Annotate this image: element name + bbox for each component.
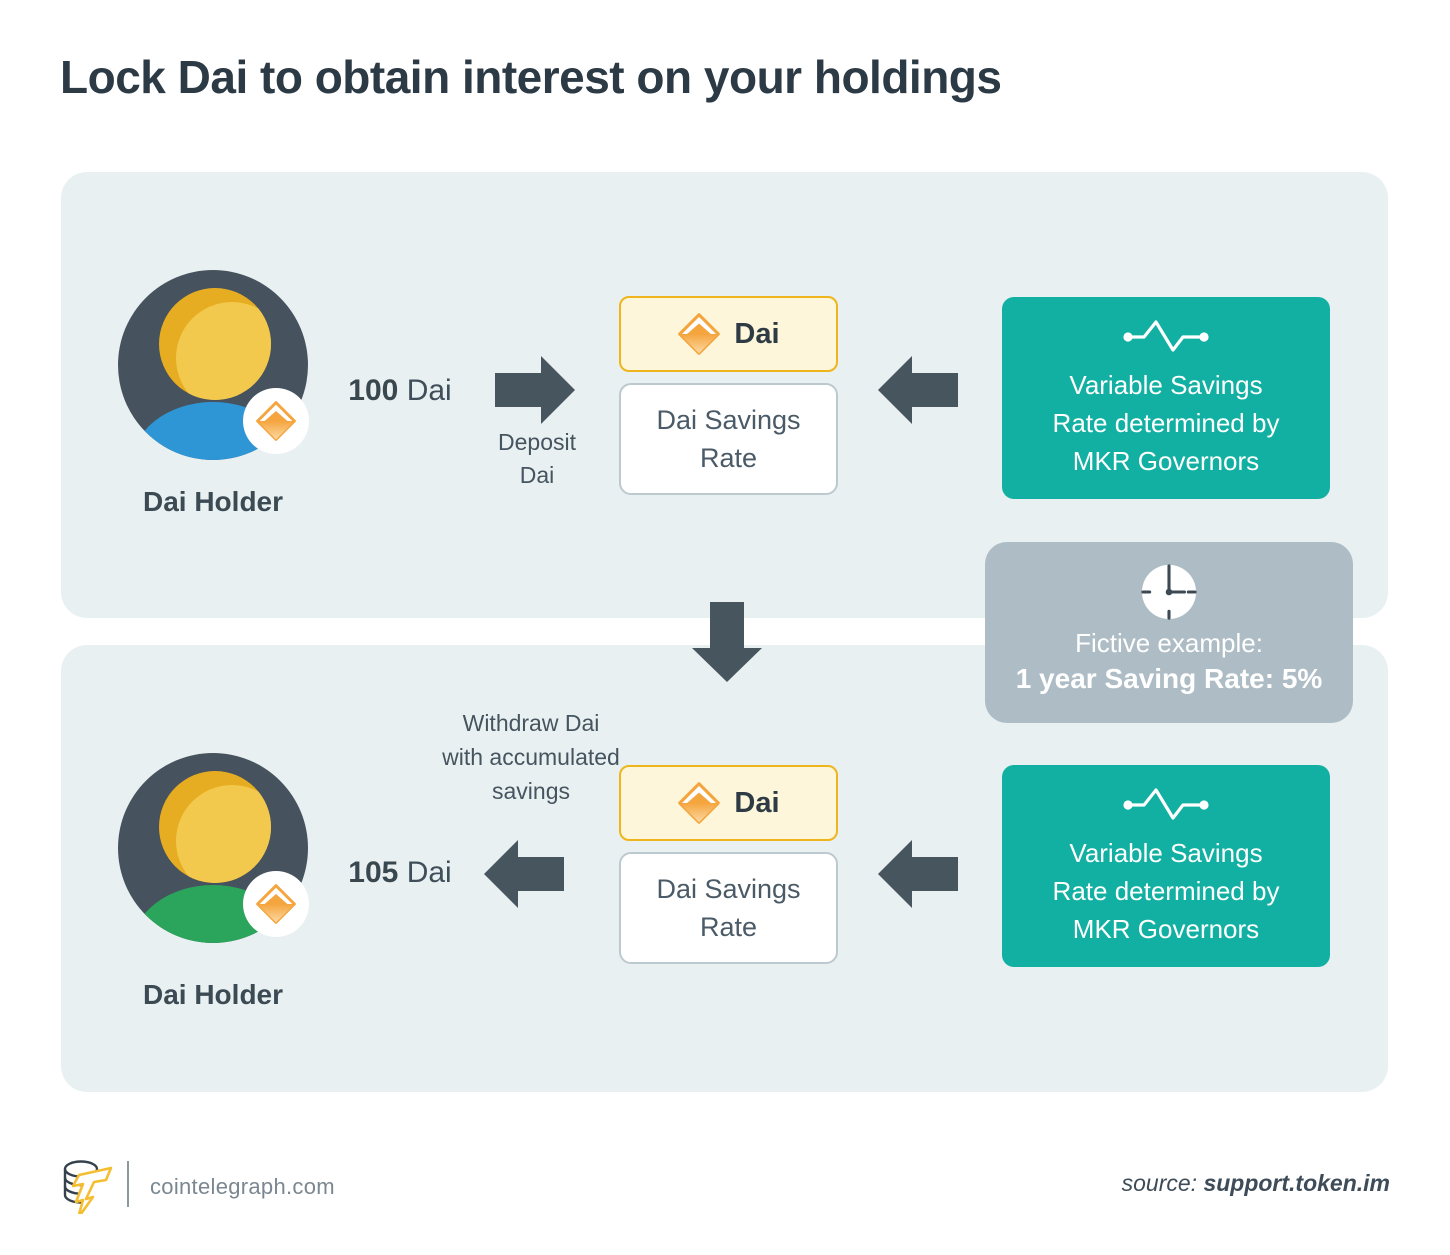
dai-icon [256,401,296,441]
variable-savings-rate-box: Variable Savings Rate determined by MKR … [1002,765,1330,967]
arrow-down-icon [692,602,762,682]
governors-text: Variable Savings Rate determined by MKR … [1052,370,1280,476]
fictive-example-box: Fictive example: 1 year Saving Rate: 5% [985,542,1353,723]
amount-105-dai: 105 Dai [348,856,452,889]
dai-token-box: Dai [619,765,838,841]
dai-icon [256,884,296,924]
dai-badge [243,388,309,454]
governors-text: Variable Savings Rate determined by MKR … [1052,838,1280,944]
deposit-label: Deposit Dai [498,429,576,488]
dai-icon [678,313,721,355]
dai-badge [243,871,309,937]
rate-chart-icon [1121,320,1211,352]
dai-savings-rate-box: Dai Savings Rate [619,383,838,495]
source-prefix: source: [1121,1170,1198,1196]
clock-icon [1140,563,1198,621]
page-title: Lock Dai to obtain interest on your hold… [60,51,1002,103]
arrow-left-icon [878,840,958,908]
withdraw-label: Withdraw Dai with accumulated savings [442,710,620,804]
dai-token-box: Dai [619,296,838,372]
footer-source: source: support.token.im [1122,1170,1390,1197]
dai-icon [678,782,721,824]
footer-site: cointelegraph.com [150,1174,335,1199]
source-value: support.token.im [1203,1170,1390,1196]
dai-holder-label: Dai Holder [142,486,284,517]
arrow-right-icon [495,356,575,424]
amount-100-dai: 100 Dai [348,374,452,407]
arrow-left-icon [878,356,958,424]
dai-holder-label: Dai Holder [142,979,284,1010]
arrow-left-icon [484,840,564,908]
dai-savings-rate-box: Dai Savings Rate [619,852,838,964]
variable-savings-rate-box: Variable Savings Rate determined by MKR … [1002,297,1330,499]
rate-chart-icon [1121,788,1211,820]
cointelegraph-logo [63,1160,113,1214]
footer-divider [127,1161,129,1207]
